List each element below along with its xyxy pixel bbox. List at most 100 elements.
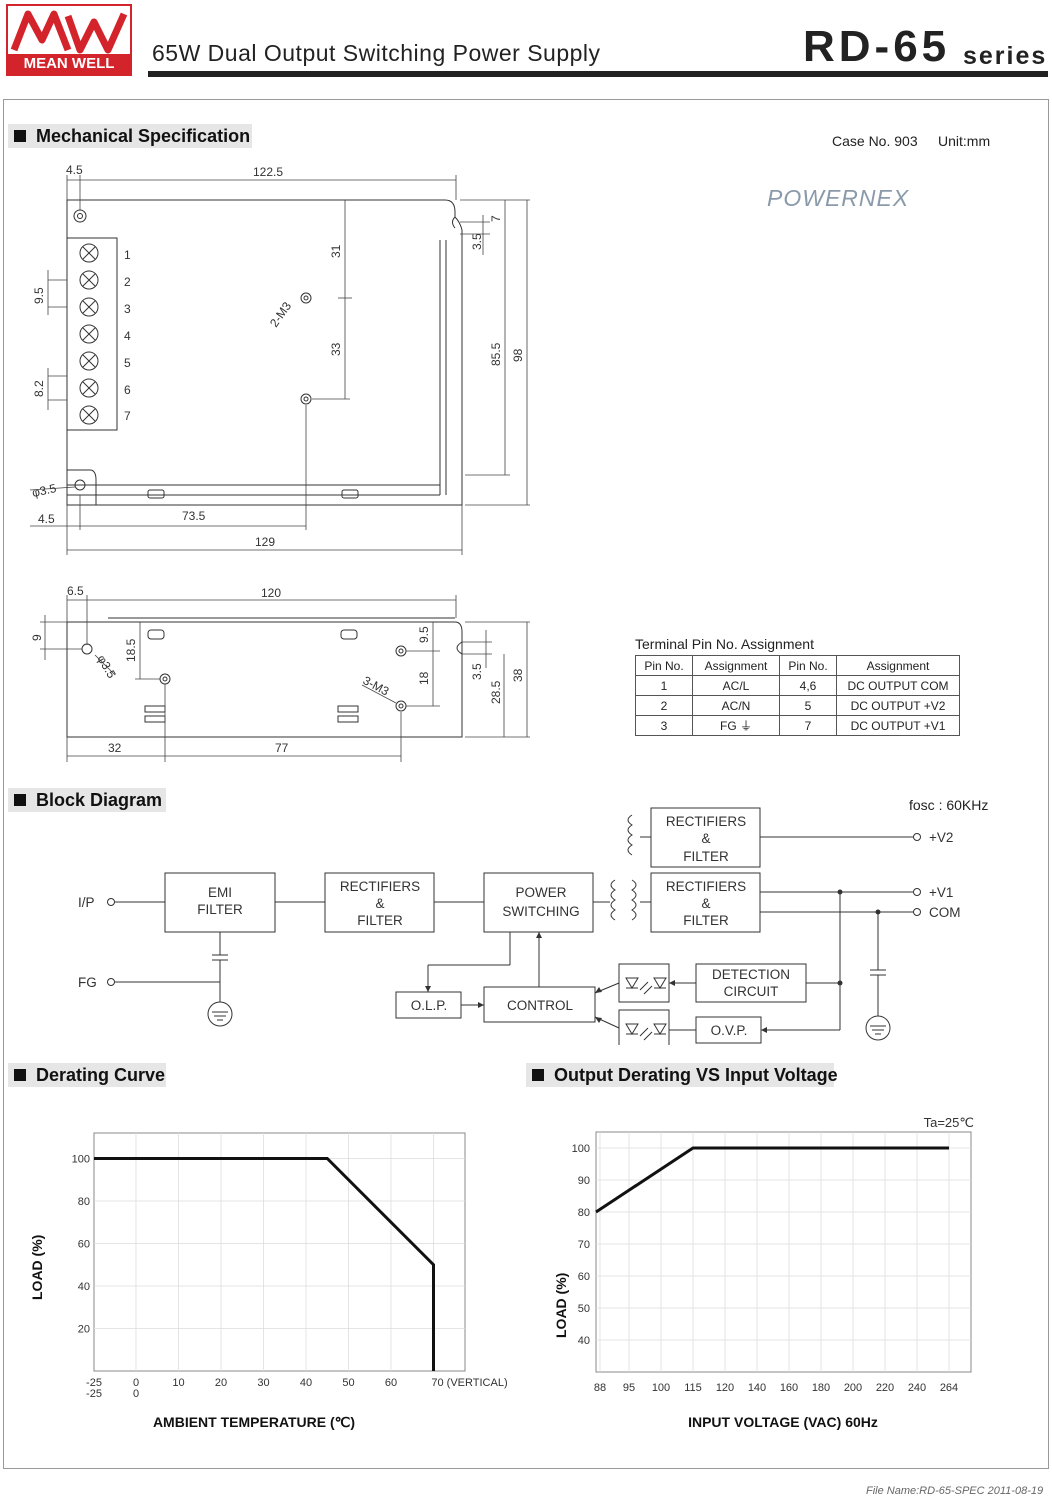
terminal-number: 7 (124, 409, 131, 423)
content-frame (3, 99, 1049, 1469)
derating-ytick: 100 (72, 1154, 90, 1166)
rect-filter-v1-label: FILTER (683, 913, 729, 928)
output-derating-xtick: 240 (908, 1382, 926, 1394)
output-derating-xtick: 140 (748, 1382, 766, 1394)
output-derating-ytick: 70 (578, 1239, 590, 1251)
output-derating-xtick: 95 (623, 1382, 635, 1394)
output-derating-xtick: 200 (844, 1382, 862, 1394)
terminal-table-title: Terminal Pin No. Assignment (635, 636, 814, 652)
input-label: FG (78, 975, 97, 990)
derating-xtick-second: -25 (86, 1388, 102, 1400)
fosc-label: fosc : 60KHz (909, 797, 989, 813)
table-cell: 2 (635, 695, 693, 716)
dim-label: 9 (30, 634, 44, 641)
unit-label: Unit:mm (938, 133, 991, 149)
output-derating-xtick: 180 (812, 1382, 830, 1394)
terminal-number: 3 (124, 302, 131, 316)
section-derating-title: Derating Curve (36, 1065, 166, 1085)
rect-filter-v1-label: RECTIFIERS (666, 879, 746, 894)
output-derating-xtick: 264 (940, 1382, 958, 1394)
column-header: Assignment (836, 655, 960, 676)
block-diagram: EMI FILTER RECTIFIERS & FILTER POWER SWI… (78, 807, 961, 1045)
derating-ytick: 20 (78, 1324, 90, 1336)
output-derating-ylabel: LOAD (%) (553, 1273, 569, 1338)
dim-label: 4.5 (38, 512, 55, 526)
header-rule (148, 71, 1048, 77)
dim-label: 73.5 (182, 509, 206, 523)
derating-ylabel: LOAD (%) (29, 1235, 45, 1300)
dim-label: 4.5 (66, 163, 83, 177)
table-cell: FG ⏚ (692, 715, 780, 736)
document-title: 65W Dual Output Switching Power Supply (152, 40, 601, 66)
derating-xtick: 0 (133, 1377, 139, 1389)
column-header: Pin No. (635, 655, 693, 676)
terminal-number: 5 (124, 356, 131, 370)
table-cell: DC OUTPUT COM (836, 675, 960, 696)
dim-label: 3-M3 (361, 673, 392, 698)
dim-label: 18 (417, 671, 431, 685)
terminal-number: 6 (124, 383, 131, 397)
table-row: 3 FG ⏚ 7 DC OUTPUT +V1 (635, 715, 960, 736)
dim-label: 8.2 (32, 380, 46, 397)
derating-xtick: 10 (172, 1377, 184, 1389)
rect-filter-label: RECTIFIERS (340, 879, 420, 894)
dim-label: 6.5 (67, 584, 84, 598)
output-derating-ytick: 60 (578, 1271, 590, 1283)
derating-ytick: 40 (78, 1281, 90, 1293)
file-name-footer: File Name:RD-65-SPEC 2011-08-19 (866, 1485, 1044, 1497)
mw-logo-icon (10, 10, 128, 54)
dim-label: 9.5 (417, 626, 431, 643)
derating-xtick: 30 (257, 1377, 269, 1389)
dim-label: 85.5 (489, 342, 503, 366)
output-label: +V1 (929, 885, 953, 900)
output-derating-ytick: 50 (578, 1303, 590, 1315)
derating-xlabel: AMBIENT TEMPERATURE (℃) (153, 1414, 355, 1430)
output-derating-xtick: 88 (594, 1382, 606, 1394)
output-derating-xtick: 160 (780, 1382, 798, 1394)
table-row: 1 AC/L 4,6 DC OUTPUT COM (635, 675, 960, 696)
section-output-derating-title: Output Derating VS Input Voltage (554, 1065, 838, 1085)
derating-xtick: 70 (VERTICAL) (431, 1377, 507, 1389)
dim-label: 7 (489, 215, 503, 222)
dim-label: 129 (255, 535, 275, 549)
emi-filter-label: EMI (208, 885, 232, 900)
column-header: Pin No. (779, 655, 837, 676)
olp-label: O.L.P. (411, 998, 448, 1013)
output-derating-xtick: 100 (652, 1382, 670, 1394)
derating-xtick: 40 (300, 1377, 312, 1389)
dim-label: 9.5 (32, 287, 46, 304)
rect-filter-label: & (375, 896, 384, 911)
case-number: Case No. 903 (832, 133, 918, 149)
dim-label: 2-M3 (267, 299, 294, 330)
detection-label: DETECTION (712, 967, 790, 982)
table-cell: AC/L (692, 675, 780, 696)
emi-filter-label: FILTER (197, 902, 243, 917)
dim-label: φ3.5 (31, 481, 58, 500)
derating-xtick: 60 (385, 1377, 397, 1389)
dim-label: 77 (275, 741, 289, 755)
derating-series-line (94, 1157, 435, 1371)
section-mechanical-title: Mechanical Specification (36, 126, 251, 146)
dim-label: 122.5 (253, 165, 283, 179)
output-label: COM (929, 905, 961, 920)
rect-filter-v1-label: & (701, 896, 710, 911)
control-label: CONTROL (507, 998, 573, 1013)
output-derating-condition: Ta=25℃ (924, 1115, 974, 1130)
dim-label: 31 (329, 244, 343, 258)
table-cell: DC OUTPUT +V1 (836, 715, 960, 736)
table-cell: AC/N (692, 695, 780, 716)
section-derating-curve: Derating Curve (8, 1063, 166, 1087)
input-label: I/P (78, 895, 95, 910)
column-header: Assignment (692, 655, 780, 676)
table-cell: DC OUTPUT +V2 (836, 695, 960, 716)
derating-xtick: -25 (86, 1377, 102, 1389)
table-row: 2 AC/N 5 DC OUTPUT +V2 (635, 695, 960, 716)
rect-filter-v2-label: RECTIFIERS (666, 814, 746, 829)
brand-name: MEAN WELL (8, 54, 130, 74)
section-block-diagram: Block Diagram (8, 788, 166, 812)
output-derating-xtick: 120 (716, 1382, 734, 1394)
derating-xtick: 50 (342, 1377, 354, 1389)
mechanical-top-view: 4.5 122.5 7 3.5 31 33 85.5 98 9.5 8.2 2-… (29, 163, 530, 555)
table-cell: 3 (635, 715, 693, 736)
